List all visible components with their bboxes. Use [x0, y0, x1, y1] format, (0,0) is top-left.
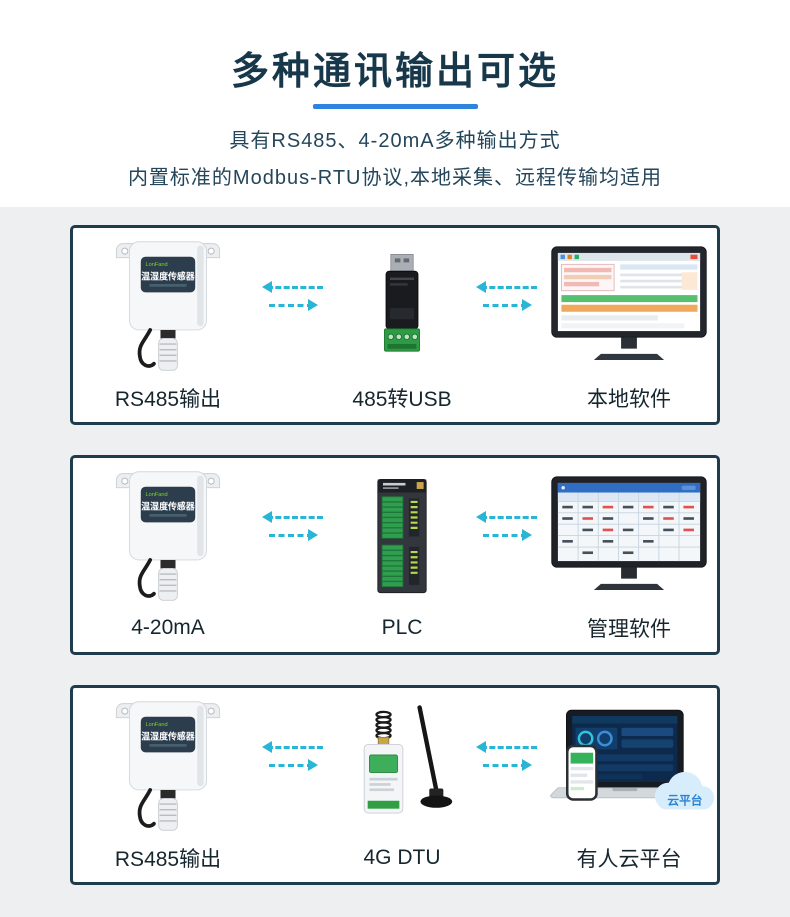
usb-converter-icon [384, 254, 420, 352]
sensor-illustration [73, 462, 263, 610]
data-flow-arrows [262, 462, 327, 610]
panels-section: RS485输出 485转USB 本地软件 [0, 207, 790, 917]
page-title: 多种通讯输出可选 [230, 51, 559, 93]
cloud-icon: 云平台 [654, 771, 715, 809]
cloud-platform-label: 云平台 [667, 793, 702, 807]
sensor-icon [107, 466, 229, 607]
caption-middle-device: 485转USB [352, 388, 452, 411]
caption-endpoint: 管理软件 [587, 618, 671, 641]
data-flow-arrows [262, 232, 327, 380]
caption-endpoint: 本地软件 [587, 388, 671, 411]
panel-rs485-usb: RS485输出 485转USB 本地软件 [70, 225, 720, 425]
sensor-icon [107, 696, 229, 837]
panel-420ma-plc: 4-20mA PLC 管理软件 [70, 455, 720, 655]
title-underline [312, 104, 478, 109]
caption-sensor-output: RS485输出 [114, 388, 222, 411]
arrow-right-icon [483, 758, 532, 771]
arrow-right-icon [483, 528, 532, 541]
arrow-right-icon [269, 528, 318, 541]
dtu-icon [363, 705, 453, 814]
arrow-left-icon [476, 740, 537, 753]
dtu-4g-illustration [327, 692, 477, 840]
laptop-phone-cloud-icon: 云平台 [550, 709, 715, 809]
sensor-illustration [73, 232, 263, 380]
panel-4g-cloud: 云平台 RS485输出 4G DTU 有人云平台 [70, 685, 720, 885]
usb-converter-illustration [327, 232, 477, 380]
cloud-platform-illustration: 云平台 [541, 692, 717, 840]
sensor-illustration [73, 692, 263, 840]
caption-sensor-output: RS485输出 [114, 848, 222, 871]
data-flow-arrows [476, 692, 541, 840]
monitor-icon [551, 475, 707, 590]
caption-endpoint: 有人云平台 [576, 848, 682, 871]
data-flow-arrows [476, 462, 541, 610]
caption-sensor-output: 4-20mA [131, 616, 205, 639]
local-software-monitor-illustration [541, 232, 717, 380]
arrow-left-icon [262, 510, 323, 523]
management-software-monitor-illustration [541, 462, 717, 610]
arrow-right-icon [269, 758, 318, 771]
caption-middle-device: 4G DTU [363, 846, 441, 869]
arrow-left-icon [476, 280, 537, 293]
data-flow-arrows [262, 692, 327, 840]
page-header: 多种通讯输出可选 具有RS485、4-20mA多种输出方式 内置标准的Modbu… [0, 0, 790, 207]
subtitle-line-1: 具有RS485、4-20mA多种输出方式 [229, 130, 561, 152]
data-flow-arrows [476, 232, 541, 380]
arrow-left-icon [262, 740, 323, 753]
arrow-right-icon [483, 298, 532, 311]
arrow-left-icon [262, 280, 323, 293]
subtitle-line-2: 内置标准的Modbus-RTU协议,本地采集、远程传输均适用 [127, 167, 663, 189]
arrow-left-icon [476, 510, 537, 523]
plc-icon [377, 478, 427, 593]
caption-middle-device: PLC [381, 616, 423, 639]
arrow-right-icon [269, 298, 318, 311]
plc-illustration [327, 462, 477, 610]
sensor-icon [107, 236, 229, 377]
monitor-icon [551, 245, 707, 360]
